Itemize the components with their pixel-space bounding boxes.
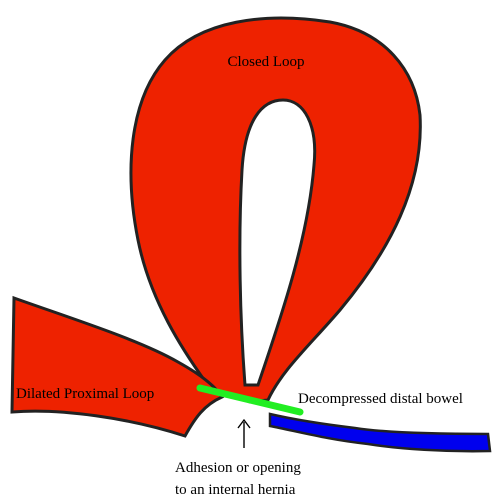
adhesion-band bbox=[196, 384, 304, 416]
up-arrow-icon bbox=[237, 418, 251, 448]
label-adhesion-line-2: to an internal hernia bbox=[175, 482, 296, 498]
label-decompressed-distal-bowel: Decompressed distal bowel bbox=[298, 391, 463, 407]
label-adhesion-line-1: Adhesion or opening bbox=[175, 460, 301, 476]
distal-bowel-shape bbox=[268, 412, 492, 453]
closed-loop-shape bbox=[129, 16, 422, 404]
label-dilated-proximal-loop: Dilated Proximal Loop bbox=[16, 386, 154, 402]
label-closed-loop: Closed Loop bbox=[227, 54, 304, 70]
proximal-loop-shape bbox=[10, 295, 225, 438]
